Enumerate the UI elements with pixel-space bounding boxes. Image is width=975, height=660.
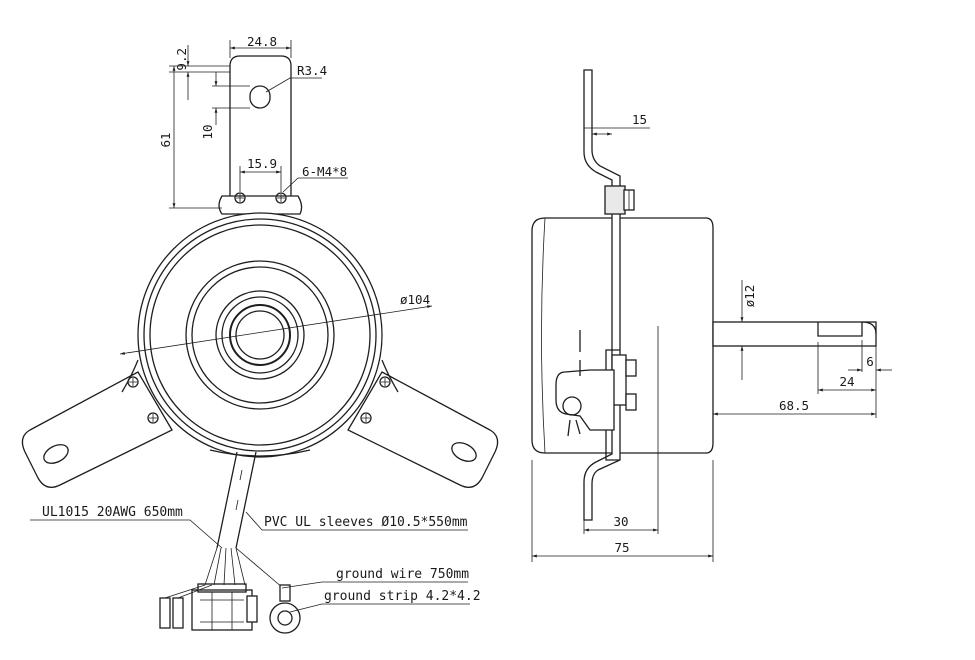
dim-tab-width: 24.8	[247, 34, 277, 49]
screw-heads	[127, 192, 391, 424]
connector	[159, 583, 301, 634]
dim-tab-thickness: 9.2	[174, 48, 189, 71]
dim-bracket-offset: 15	[632, 112, 647, 127]
side-view: 15 ø12 6 24 68.5 30 75	[531, 69, 892, 562]
dim-screws: 6-M4*8	[302, 164, 347, 179]
dim-flat-length: 24	[839, 374, 854, 389]
note-lead-wire: UL1015 20AWG 650mm	[42, 505, 183, 520]
side-dimensions	[531, 127, 892, 562]
cable-sleeve	[204, 451, 284, 589]
front-view: 9.2 24.8 R3.4 10 61 15.9 6-M4*8 ø104 UL1…	[21, 34, 499, 634]
note-sleeve: PVC UL sleeves Ø10.5*550mm	[264, 515, 468, 530]
note-leaders	[30, 511, 470, 613]
dim-shaft-diameter: ø12	[742, 285, 757, 308]
side-bracket	[583, 69, 637, 521]
dim-slot-radius: R3.4	[297, 63, 327, 78]
dim-flat-depth: 6	[866, 354, 874, 369]
front-dimensions	[119, 40, 433, 355]
dim-shaft-length: 68.5	[779, 398, 809, 413]
dim-hole-spacing: 15.9	[247, 156, 277, 171]
dim-tab-height: 61	[158, 132, 173, 147]
mounting-arms	[21, 55, 499, 488]
note-ground-strip: ground strip 4.2*4.2	[324, 589, 481, 604]
note-ground-wire: ground wire 750mm	[336, 567, 469, 582]
side-body	[531, 217, 714, 454]
dim-mount-depth: 30	[613, 514, 628, 529]
dim-body-length: 75	[614, 540, 629, 555]
side-shaft	[712, 321, 877, 347]
dim-body-diameter: ø104	[400, 292, 430, 307]
side-terminal	[555, 330, 615, 437]
dim-slot-length: 10	[200, 124, 215, 139]
